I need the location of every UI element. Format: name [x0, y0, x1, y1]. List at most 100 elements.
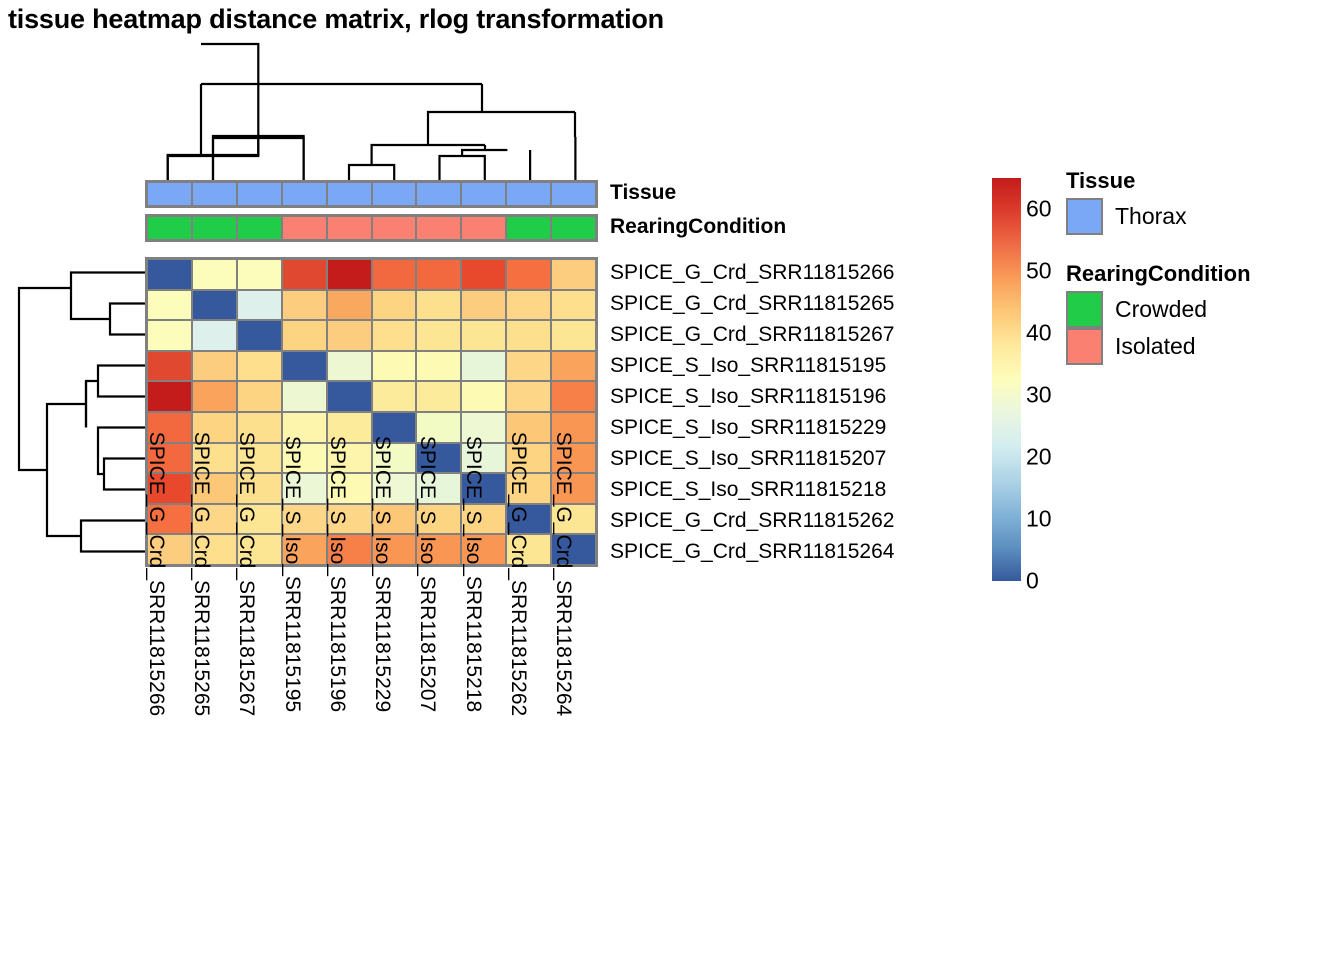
heatmap-cell[interactable] [371, 350, 417, 382]
annotation-cell-rearing-condition[interactable] [191, 216, 237, 240]
annotation-cell-tissue[interactable] [236, 182, 282, 206]
heatmap-cell[interactable] [551, 320, 596, 351]
heatmap-cell[interactable] [236, 289, 282, 321]
heatmap-cell[interactable] [461, 289, 507, 321]
heatmap-cell[interactable] [191, 320, 237, 351]
heatmap-cell[interactable] [461, 412, 507, 443]
heatmap-cell[interactable] [416, 534, 462, 565]
heatmap-cell[interactable] [281, 320, 327, 351]
heatmap-cell[interactable] [147, 473, 192, 504]
heatmap-cell[interactable] [236, 259, 282, 290]
heatmap-cell[interactable] [416, 350, 462, 382]
heatmap-cell[interactable] [551, 381, 596, 412]
heatmap-cell[interactable] [147, 259, 192, 290]
heatmap-cell[interactable] [551, 473, 596, 504]
heatmap-cell[interactable] [506, 503, 552, 535]
heatmap-cell[interactable] [326, 442, 372, 474]
heatmap-cell[interactable] [326, 412, 372, 443]
heatmap-cell[interactable] [147, 289, 192, 321]
heatmap-cell[interactable] [551, 259, 596, 290]
heatmap-cell[interactable] [371, 503, 417, 535]
annotation-cell-tissue[interactable] [281, 182, 327, 206]
heatmap-cell[interactable] [326, 534, 372, 565]
heatmap-cell[interactable] [551, 289, 596, 321]
heatmap-cell[interactable] [236, 442, 282, 474]
heatmap-cell[interactable] [506, 320, 552, 351]
heatmap-cell[interactable] [506, 259, 552, 290]
heatmap-cell[interactable] [236, 503, 282, 535]
annotation-cell-rearing-condition[interactable] [506, 216, 552, 240]
heatmap-cell[interactable] [191, 350, 237, 382]
heatmap-cell[interactable] [416, 473, 462, 504]
heatmap-cell[interactable] [506, 473, 552, 504]
heatmap-cell[interactable] [461, 259, 507, 290]
heatmap-cell[interactable] [461, 350, 507, 382]
heatmap-cell[interactable] [371, 320, 417, 351]
heatmap-cell[interactable] [371, 473, 417, 504]
heatmap-cell[interactable] [461, 534, 507, 565]
heatmap-cell[interactable] [191, 381, 237, 412]
heatmap-cell[interactable] [416, 289, 462, 321]
heatmap-cell[interactable] [551, 350, 596, 382]
legend-item[interactable]: Crowded [1066, 291, 1336, 328]
annotation-cell-tissue[interactable] [326, 182, 372, 206]
heatmap-cell[interactable] [461, 381, 507, 412]
heatmap-cell[interactable] [191, 259, 237, 290]
heatmap-cell[interactable] [371, 259, 417, 290]
annotation-cell-rearing-condition[interactable] [461, 216, 507, 240]
heatmap-cell[interactable] [236, 350, 282, 382]
annotation-cell-tissue[interactable] [551, 182, 596, 206]
heatmap-cell[interactable] [371, 412, 417, 443]
annotation-cell-rearing-condition[interactable] [326, 216, 372, 240]
heatmap-cell[interactable] [281, 412, 327, 443]
annotation-cell-rearing-condition[interactable] [147, 216, 192, 240]
heatmap-cell[interactable] [281, 442, 327, 474]
heatmap-grid[interactable] [145, 257, 598, 567]
heatmap-cell[interactable] [281, 381, 327, 412]
heatmap-cell[interactable] [191, 473, 237, 504]
heatmap-cell[interactable] [326, 320, 372, 351]
heatmap-cell[interactable] [461, 320, 507, 351]
legend-item[interactable]: Thorax [1066, 198, 1336, 235]
heatmap-cell[interactable] [191, 289, 237, 321]
heatmap-cell[interactable] [236, 473, 282, 504]
heatmap-cell[interactable] [371, 289, 417, 321]
heatmap-cell[interactable] [416, 320, 462, 351]
heatmap-cell[interactable] [281, 534, 327, 565]
heatmap-cell[interactable] [326, 350, 372, 382]
heatmap-cell[interactable] [416, 259, 462, 290]
heatmap-cell[interactable] [326, 381, 372, 412]
heatmap-cell[interactable] [506, 534, 552, 565]
legend-item[interactable]: Isolated [1066, 328, 1336, 365]
annotation-cell-tissue[interactable] [416, 182, 462, 206]
heatmap-cell[interactable] [147, 381, 192, 412]
heatmap-cell[interactable] [236, 534, 282, 565]
heatmap-cell[interactable] [236, 320, 282, 351]
heatmap-cell[interactable] [147, 503, 192, 535]
heatmap-cell[interactable] [147, 534, 192, 565]
heatmap-cell[interactable] [191, 442, 237, 474]
heatmap-cell[interactable] [371, 534, 417, 565]
annotation-cell-rearing-condition[interactable] [236, 216, 282, 240]
annotation-cell-tissue[interactable] [147, 182, 192, 206]
heatmap-cell[interactable] [461, 503, 507, 535]
heatmap-cell[interactable] [416, 442, 462, 474]
heatmap-cell[interactable] [147, 320, 192, 351]
heatmap-cell[interactable] [147, 350, 192, 382]
heatmap-cell[interactable] [371, 442, 417, 474]
heatmap-cell[interactable] [281, 259, 327, 290]
annotation-cell-tissue[interactable] [191, 182, 237, 206]
annotation-cell-rearing-condition[interactable] [551, 216, 596, 240]
heatmap-cell[interactable] [416, 412, 462, 443]
heatmap-cell[interactable] [461, 473, 507, 504]
annotation-cell-tissue[interactable] [506, 182, 552, 206]
heatmap-cell[interactable] [236, 381, 282, 412]
heatmap-cell[interactable] [506, 442, 552, 474]
annotation-cell-tissue[interactable] [461, 182, 507, 206]
heatmap-cell[interactable] [326, 503, 372, 535]
heatmap-cell[interactable] [461, 442, 507, 474]
heatmap-cell[interactable] [191, 503, 237, 535]
heatmap-cell[interactable] [551, 503, 596, 535]
heatmap-cell[interactable] [551, 534, 596, 565]
heatmap-cell[interactable] [551, 412, 596, 443]
